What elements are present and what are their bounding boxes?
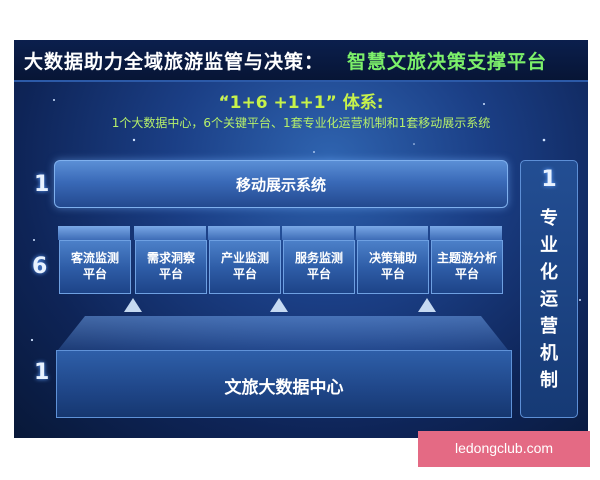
platform-passenger-flow: 客流监测 平台 [59,240,131,294]
platform-service-monitoring: 服务监测 平台 [283,240,355,294]
data-center-top-face [58,316,508,350]
page-title: 大数据助力全域旅游监管与决策： [24,51,325,73]
platform-theme-tour-analysis: 主题游分析 平台 [431,240,503,294]
page-subtitle: 智慧文旅决策支撑平台 [347,51,548,73]
title-bar: 大数据助力全域旅游监管与决策： 智慧文旅决策支撑平台 [14,40,588,82]
platform-label-line1: 客流监测 [70,251,119,265]
platform-cap [430,226,502,240]
up-arrow-icon [124,298,142,312]
platform-cap [134,226,206,240]
level-number-mobile: 1 [34,172,50,197]
level-number-data-center: 1 [34,360,50,385]
platform-label-line2: 平台 [82,267,107,281]
watermark-text: ledongclub.com [454,440,554,456]
system-formula: “1+6 +1+1” 体系: [218,93,384,113]
platform-label-line2: 平台 [158,267,183,281]
platform-decision-support: 决策辅助 平台 [357,240,429,294]
platform-cap [208,226,280,240]
watermark-banner: ledongclub.com [418,431,590,467]
diagram-slide: 大数据助力全域旅游监管与决策： 智慧文旅决策支撑平台 “1+6 +1+1” 体系… [14,40,588,438]
mechanism-number: 1 [541,167,557,192]
platform-demand-insight: 需求洞察 平台 [135,240,207,294]
up-arrow-icon [270,298,288,312]
mechanism-label: 专业化运营机制 [540,208,558,391]
star-background [30,97,581,342]
data-center-block: 文旅大数据中心 [56,350,512,418]
platform-label-line2: 平台 [232,267,257,281]
platform-cap [282,226,354,240]
platform-label-line1: 决策辅助 [368,251,417,265]
up-arrow-icon [418,298,436,312]
platform-cap [356,226,428,240]
mobile-display-system-block: 移动展示系统 [54,160,508,208]
platform-cap [58,226,130,240]
platform-label-line2: 平台 [380,267,405,281]
system-description: 1个大数据中心，6个关键平台、1套专业化运营机制和1套移动展示系统 [111,116,491,130]
mobile-display-system-label: 移动展示系统 [235,176,326,194]
platform-industry-monitoring: 产业监测 平台 [209,240,281,294]
level-number-platforms: 6 [32,254,48,279]
platform-label-line1: 主题游分析 [436,251,497,265]
platform-label-line2: 平台 [454,267,479,281]
operation-mechanism-block: 1 专业化运营机制 [520,160,578,418]
platform-label-line1: 需求洞察 [146,251,195,265]
platform-label-line2: 平台 [306,267,331,281]
platform-label-line1: 服务监测 [294,251,343,265]
data-center-label: 文旅大数据中心 [224,378,344,398]
platform-label-line1: 产业监测 [220,251,269,265]
